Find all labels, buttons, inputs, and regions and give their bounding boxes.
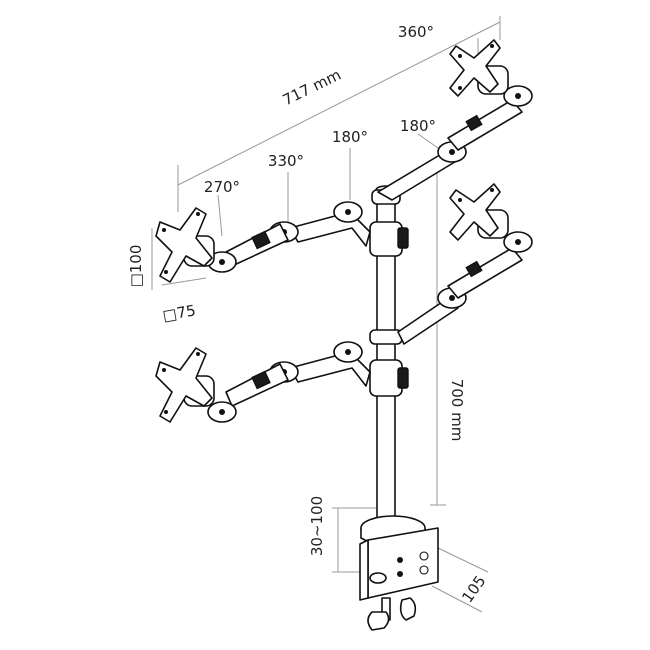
rotation-top-label: 360° — [398, 23, 434, 41]
vesa-vertical-label: □100 — [127, 245, 145, 288]
rotation-arm-label: 330° — [268, 152, 304, 170]
left-upper-vesa-plate — [155, 207, 213, 283]
left-lower-vesa-plate — [155, 347, 213, 423]
right-upper-vesa-plate — [449, 39, 501, 97]
left-lower-arm — [183, 341, 371, 423]
vesa-horizontal-label: □75 — [161, 301, 197, 325]
clamp-depth-label: 105 — [458, 572, 489, 606]
right-lower-vesa-plate — [449, 183, 501, 241]
height-pole-label: 700 mm — [448, 379, 466, 442]
rotation-head-label: 270° — [204, 178, 240, 196]
dimension-lines — [151, 16, 501, 613]
rotation-mid-elbow-label: 180° — [332, 128, 368, 146]
right-lower-arm — [397, 209, 533, 345]
dimension-labels: 717 mm 700 mm 360° 180° 180° 330° 270° □… — [127, 23, 489, 606]
clamp-range-label: 30~100 — [308, 496, 326, 556]
rotation-upper-elbow-label: 180° — [400, 117, 436, 135]
width-total-label: 717 mm — [280, 66, 344, 110]
pole-collar-lower — [369, 359, 409, 397]
desk-clamp — [359, 515, 439, 631]
left-upper-arm — [183, 201, 371, 273]
right-upper-arm — [377, 65, 533, 201]
